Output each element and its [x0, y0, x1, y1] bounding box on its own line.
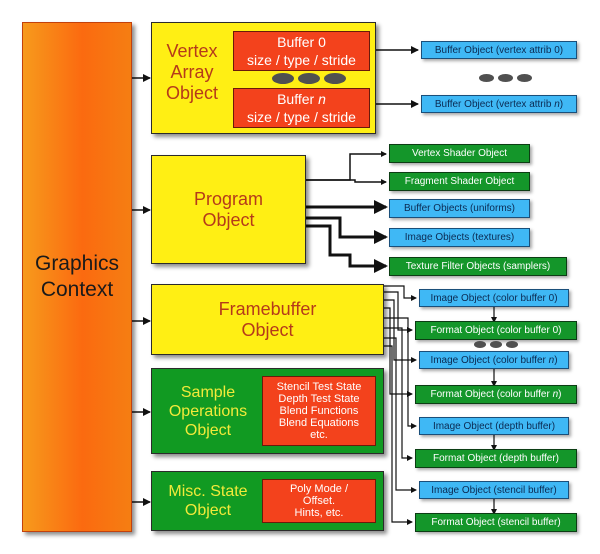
image-objects-textures: Image Objects (textures) [389, 228, 530, 247]
vertex-buffer-0-box: Buffer 0 size / type / stride [233, 31, 370, 71]
buffer-object-vertex-attrib-n: Buffer Object (vertex attrib n) [421, 95, 577, 113]
color-buffer-ellipsis [474, 341, 518, 348]
program-object-box: Program Object [151, 155, 306, 264]
framebuffer-object-label: Framebuffer Object [218, 298, 317, 340]
image-object-color-buffer-0: Image Object (color buffer 0) [419, 289, 569, 307]
misc-state-object-label: Misc. State Object [168, 483, 248, 519]
graphics-context-box: Graphics Context [22, 22, 132, 532]
image-object-stencil-buffer: Image Object (stencil buffer) [419, 481, 569, 499]
vertex-buffer-ellipsis [272, 73, 346, 84]
graphics-context-label: Graphics Context [34, 252, 120, 301]
buffer-object-vertex-attrib-0: Buffer Object (vertex attrib 0) [421, 41, 577, 59]
vertex-array-object-label: Vertex Array Object [165, 41, 219, 103]
image-object-color-buffer-n: Image Object (color buffer n) [419, 351, 569, 369]
sample-operations-object-label: Sample Operations Object [168, 384, 248, 439]
vertex-buffer-0-title: Buffer 0 [277, 34, 326, 50]
sample-operations-details: Stencil Test State Depth Test State Blen… [262, 376, 376, 446]
vertex-buffer-0-format: size / type / stride [247, 52, 356, 68]
framebuffer-object-box: Framebuffer Object [151, 284, 384, 355]
program-object-label: Program Object [193, 188, 264, 230]
texture-filter-objects-samplers: Texture Filter Objects (samplers) [389, 257, 567, 276]
vertex-buffer-n-format: size / type / stride [247, 109, 356, 125]
format-object-color-buffer-n: Format Object (color buffer n) [415, 385, 577, 404]
fragment-shader-object: Fragment Shader Object [389, 172, 530, 191]
format-object-color-buffer-0: Format Object (color buffer 0) [415, 321, 577, 340]
format-object-depth-buffer: Format Object (depth buffer) [415, 449, 577, 468]
buffer-objects-uniforms: Buffer Objects (uniforms) [389, 199, 530, 218]
misc-state-details: Poly Mode / Offset. Hints, etc. [262, 479, 376, 523]
format-object-stencil-buffer: Format Object (stencil buffer) [415, 513, 577, 532]
buffer-object-ellipsis [479, 74, 532, 82]
vertex-buffer-n-box: Buffer n size / type / stride [233, 88, 370, 128]
vertex-shader-object: Vertex Shader Object [389, 144, 530, 163]
vertex-buffer-n-title: Buffer n [277, 91, 326, 107]
image-object-depth-buffer: Image Object (depth buffer) [419, 417, 569, 435]
